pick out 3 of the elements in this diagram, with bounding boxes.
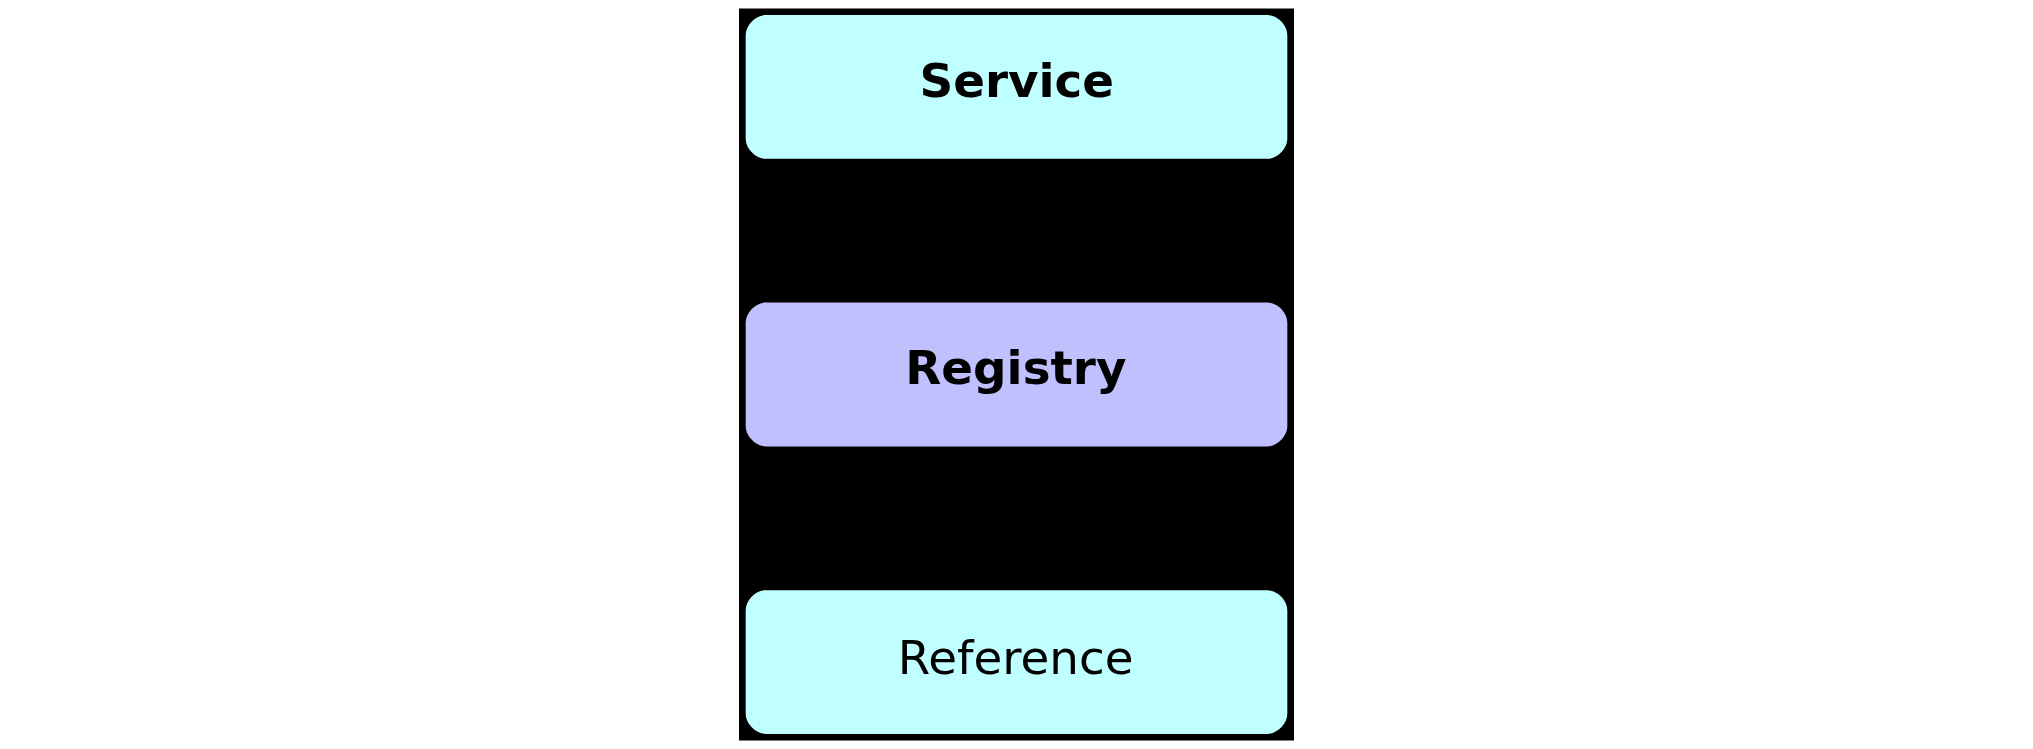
node-box: Reference: [745, 590, 1288, 734]
node-box: Registry: [745, 302, 1288, 447]
node-box: Service: [745, 15, 1288, 159]
